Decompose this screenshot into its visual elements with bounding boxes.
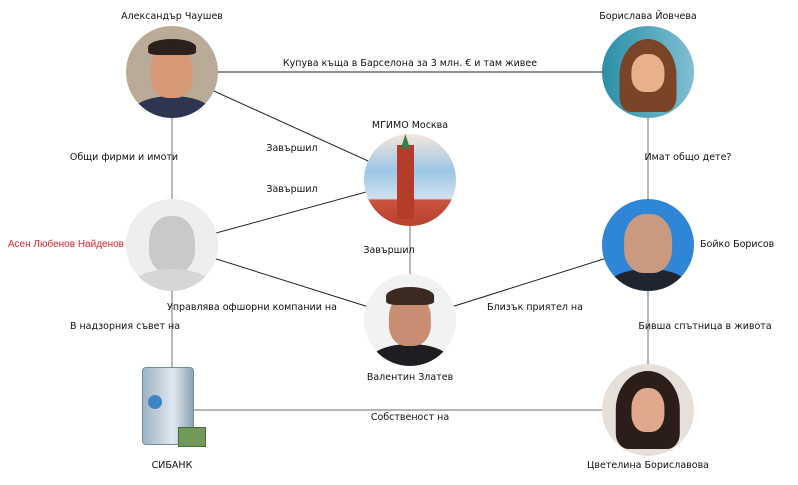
edge-label-zlatev-mgimo: Завършил	[363, 245, 415, 256]
photo-body	[133, 95, 211, 118]
edge-label-naydenov-sibank: В надзорния съвет на	[69, 321, 181, 332]
atm-screen-icon	[148, 395, 162, 409]
node-label-zlatev: Валентин Златев	[366, 372, 454, 383]
node-label-yovcheva: Борислава Йовчева	[599, 11, 697, 22]
node-chaushev-photo[interactable]	[126, 26, 218, 118]
node-sibank-icon[interactable]	[138, 365, 208, 450]
node-borisov-photo[interactable]	[602, 199, 694, 291]
edge-label-naydenov-zlatev: Управлява офшорни компании на	[167, 302, 337, 313]
edge-label-borisov-borislavova: Бивша спътница в живота	[638, 321, 772, 332]
node-label-naydenov: Асен Любенов Найденов	[7, 239, 124, 250]
edge-label-chaushev-yovcheva: Купува къща в Барселона за 3 млн. € и та…	[282, 58, 538, 69]
node-naydenov-photo[interactable]	[126, 199, 218, 291]
photo-body	[133, 268, 211, 291]
kremlin-tower-icon	[397, 145, 414, 219]
photo-face	[624, 213, 672, 273]
edge-label-chaushev-mgimo: Завършил	[266, 143, 318, 154]
edge-label-yovcheva-borisov: Имат общо дете?	[644, 152, 732, 163]
photo-hair	[386, 286, 434, 306]
node-label-chaushev: Александър Чаушев	[121, 11, 223, 22]
tower-spire-icon	[400, 134, 410, 149]
photo-body	[371, 343, 449, 366]
photo-face	[149, 215, 195, 273]
money-icon	[178, 427, 206, 447]
edge-label-chaushev-naydenov: Общи фирми и имоти	[69, 152, 179, 163]
edge-label-naydenov-mgimo: Завършил	[266, 184, 318, 195]
node-mgimo-photo[interactable]	[364, 134, 456, 226]
node-borislavova-photo[interactable]	[602, 364, 694, 456]
node-label-sibank: СИБАНК	[151, 460, 193, 471]
photo-body	[609, 268, 687, 291]
node-zlatev-photo[interactable]	[364, 274, 456, 366]
node-label-borislavova: Цветелина Бориславова	[587, 460, 709, 471]
node-yovcheva-photo[interactable]	[602, 26, 694, 118]
edge-label-zlatev-borisov: Близък приятел на	[487, 302, 583, 313]
photo-face	[631, 53, 665, 93]
node-label-borisov: Бойко Борисов	[700, 239, 775, 250]
photo-face	[631, 387, 665, 433]
edge-label-sibank-borislavova: Собственост на	[370, 412, 450, 423]
photo-hair	[148, 38, 196, 56]
node-label-mgimo: МГИМО Москва	[371, 120, 449, 131]
